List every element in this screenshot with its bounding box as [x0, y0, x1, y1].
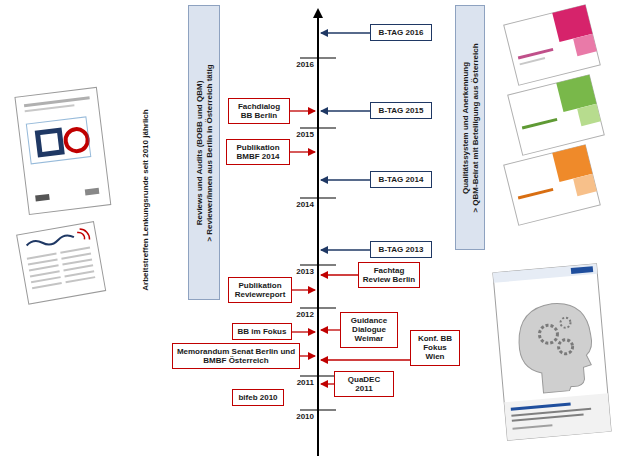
event-box: bifeb 2010 — [232, 389, 284, 406]
year-label: 2011 — [290, 379, 314, 388]
band-note: > Reviewer/innen aus Berlin in Österreic… — [204, 64, 214, 241]
event-box: Fachdialog BB Berlin — [228, 98, 290, 124]
vertical-band: Reviews und Audits (BOBB und QBM)> Revie… — [188, 5, 220, 300]
band-note: > QBM-Beirat mit Beteiligung aus Österre… — [470, 43, 480, 212]
event-box: QuaDEC 2011 — [334, 371, 394, 397]
year-label: 2010 — [290, 413, 314, 422]
box-text: Fachdialog BB Berlin — [232, 102, 286, 120]
box-text: B-TAG 2014 — [374, 175, 428, 184]
box-text: Guidance Dialogue Weimar — [344, 316, 394, 344]
event-box: Memorandum Senat Berlin und BMBF Österre… — [172, 343, 300, 369]
box-text: Konf. BB Fokus Wien — [414, 334, 456, 362]
box-text: BB im Fokus — [236, 327, 288, 336]
vertical-band: Qualitätssystem und Anerkennung> QBM-Bei… — [455, 5, 485, 250]
event-box: Publikation BMBF 2014 — [226, 139, 290, 165]
box-text: B-TAG 2013 — [374, 245, 428, 254]
event-box: B-TAG 2013 — [370, 241, 432, 258]
box-text: bifeb 2010 — [236, 393, 280, 402]
rotated-text-holder: Reviews und Audits (BOBB und QBM)> Revie… — [189, 6, 219, 299]
rotated-text-holder: Arbeitstreffen Lenkungsrunde seit 2010 j… — [136, 60, 156, 340]
event-box: Fachtag Review Berlin — [358, 262, 420, 288]
year-label: 2013 — [290, 268, 314, 277]
band-heading: Reviews und Audits (BOBB und QBM) — [194, 80, 204, 225]
box-text: Publikation BMBF 2014 — [230, 143, 286, 161]
event-box: B-TAG 2015 — [370, 102, 432, 119]
box-text: B-TAG 2016 — [374, 28, 428, 37]
box-text: QuaDEC 2011 — [338, 375, 390, 393]
rotated-label-holder: Arbeitstreffen Lenkungsrunde seit 2010 j… — [136, 60, 156, 340]
event-box: Konf. BB Fokus Wien — [410, 330, 460, 366]
event-box: Publikation Reviewreport — [228, 277, 292, 303]
band-heading: Qualitätssystem und Anerkennung — [460, 61, 470, 193]
box-text: Publikation Reviewreport — [232, 281, 288, 299]
box-text: Fachtag Review Berlin — [362, 266, 416, 284]
year-label: 2015 — [290, 131, 314, 140]
event-box: Guidance Dialogue Weimar — [340, 312, 398, 348]
event-box: B-TAG 2014 — [370, 171, 432, 188]
event-box: BB im Fokus — [232, 323, 292, 340]
year-label: 2014 — [290, 201, 314, 210]
side-note: Arbeitstreffen Lenkungsrunde seit 2010 j… — [142, 109, 151, 290]
box-text: B-TAG 2015 — [374, 106, 428, 115]
rotated-text-holder: Qualitätssystem und Anerkennung> QBM-Bei… — [456, 6, 484, 249]
year-label: 2016 — [290, 61, 314, 70]
year-label: 2012 — [290, 311, 314, 320]
event-box: B-TAG 2016 — [370, 24, 432, 41]
box-text: Memorandum Senat Berlin und BMBF Österre… — [176, 347, 296, 365]
